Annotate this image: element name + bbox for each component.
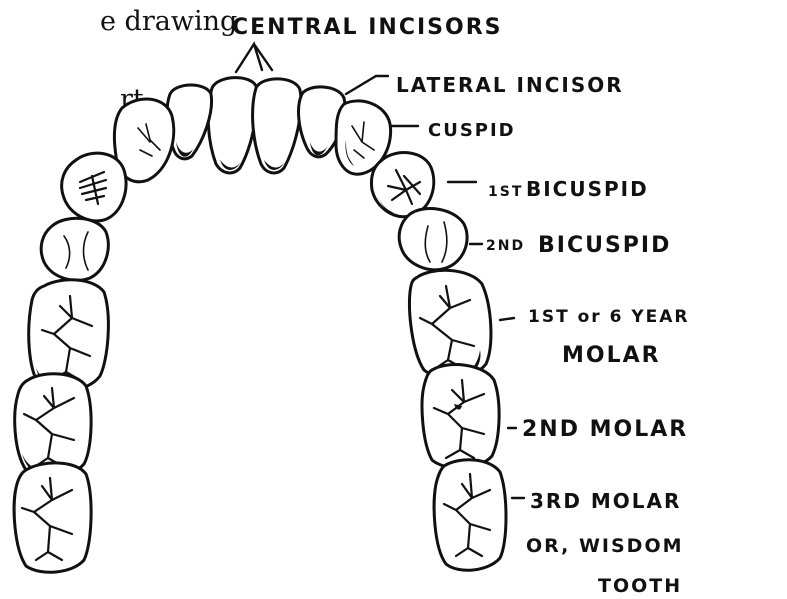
second-bicuspid-left xyxy=(41,218,108,280)
leader-lateral-incisor xyxy=(346,76,388,94)
label-first-bicuspid: BICUSPID xyxy=(526,177,649,201)
third-molar-left xyxy=(14,463,91,572)
label-third-molar-line2: OR, WISDOM xyxy=(526,535,684,557)
label-first-molar-line1: 1ST or 6 YEAR xyxy=(528,307,690,327)
leader-first-molar xyxy=(500,318,514,320)
third-molar-right xyxy=(434,460,506,571)
label-third-molar-line3: TOOTH xyxy=(598,575,682,597)
label-third-molar-line1: 3RD MOLAR xyxy=(530,489,681,513)
second-molar-right xyxy=(422,365,499,468)
first-molar-right xyxy=(410,270,491,378)
label-second-molar: 2ND MOLAR xyxy=(522,417,688,442)
label-cuspid: CUSPID xyxy=(428,120,516,141)
label-central-incisors: CENTRAL INCISORS xyxy=(232,15,503,40)
second-bicuspid-right xyxy=(399,209,467,270)
label-first-molar-line2: MOLAR xyxy=(562,343,661,368)
first-bicuspid-left xyxy=(62,153,126,221)
label-lateral-incisor: LATERAL INCISOR xyxy=(396,73,624,97)
label-first-bicuspid-prefix: 1ST xyxy=(488,184,523,200)
central-incisor-right xyxy=(253,79,301,173)
first-bicuspid-right xyxy=(371,153,433,217)
leader-central-incisors xyxy=(236,44,272,72)
central-incisor-left xyxy=(208,78,257,173)
label-second-bicuspid-prefix: 2ND xyxy=(486,238,525,254)
page-text-top: e drawing xyxy=(100,6,237,37)
label-second-bicuspid: BICUSPID xyxy=(538,233,671,258)
